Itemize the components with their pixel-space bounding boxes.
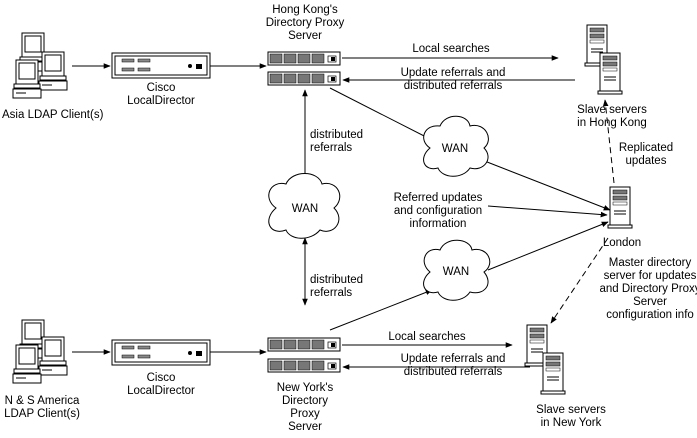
cisco-top-label-line-2: LocalDirector [127, 95, 195, 107]
hk-proxy-icon [267, 51, 341, 86]
wan-bottom-label: WAN [443, 266, 469, 278]
ny-proxy-label-line-3: Proxy [290, 408, 320, 420]
local-searches-bottom-label: Local searches [388, 331, 466, 343]
distributed-referrals-top-label-line-1: distributed [310, 129, 363, 141]
london-master-server-icon [607, 186, 633, 229]
cisco-bottom-label-line-1: Cisco [147, 372, 176, 384]
nsa-clients-label-line-2: LDAP Client(s) [4, 408, 80, 420]
slave-hk-label-line-1: Slave servers [577, 104, 647, 116]
wan-middle-label: WAN [292, 203, 318, 215]
cisco-top-label-line-1: Cisco [147, 82, 176, 94]
slave-ny-label-line-1: Slave servers [536, 404, 606, 416]
ny-proxy-label-line-2: Directory [282, 395, 328, 407]
ny-proxy-label-line-4: Server [288, 421, 322, 433]
update-referrals-bottom-label-line-1: Update referrals and [401, 353, 506, 365]
slave-ny-label-line-2: in New York [541, 417, 602, 429]
nsa-clients-label-line-1: N & S America [5, 395, 80, 407]
nsa-client-icons [12, 319, 68, 384]
asia-clients-label-line-1: Asia LDAP Client(s) [2, 109, 104, 121]
cisco-localdirector-bottom-icon [111, 339, 211, 366]
slave-hk-label-line-2: in Hong Kong [577, 117, 647, 129]
wan-top-label: WAN [442, 143, 468, 155]
distributed-referrals-bottom-label-line-2: referrals [310, 287, 352, 299]
hk-proxy-label-line-1: Hong Kong's [272, 4, 338, 16]
wan-cloud-middle: WAN [268, 173, 341, 239]
local-searches-bottom-label-line-1: Local searches [388, 331, 466, 343]
referred-updates-label-line-1: Referred updates [394, 192, 483, 204]
london-label-line-1: London [603, 237, 641, 249]
update-referrals-top-label-line-1: Update referrals and [401, 67, 506, 79]
replicated-updates-label-line-2: updates [626, 155, 667, 167]
update-referrals-bottom-label-line-2: distributed referrals [404, 366, 503, 378]
update-referrals-top-label-line-2: distributed referrals [404, 80, 503, 92]
london-label: London [603, 237, 641, 249]
distributed-referrals-top-label-line-2: referrals [310, 142, 352, 154]
hk-proxy-label-line-2: Directory Proxy [266, 17, 345, 29]
asia-client-icons [12, 32, 68, 99]
cisco-bottom-label-line-2: LocalDirector [127, 385, 195, 397]
hk-proxy-label-line-3: Server [288, 30, 322, 42]
master-server-label-line-1: Master directory [609, 257, 692, 269]
referred-updates-label-line-2: and configuration [394, 205, 482, 217]
asia-clients-label: Asia LDAP Client(s) [2, 109, 104, 121]
ny-slave-servers-icon [524, 324, 566, 395]
ny-proxy-icon [267, 337, 341, 373]
distributed-referrals-bottom-label-line-1: distributed [310, 274, 363, 286]
master-server-label-line-4: Server [633, 296, 667, 308]
local-searches-top-label: Local searches [412, 43, 490, 55]
hk-slave-servers-icon [584, 24, 623, 95]
replicated-updates-label-line-1: Replicated [619, 142, 673, 154]
master-server-label-line-2: server for updates [604, 270, 697, 282]
wan-cloud-top: WAN [423, 115, 489, 177]
connection-lines [72, 55, 615, 370]
ny-proxy-label-line-1: New York's [277, 382, 334, 394]
local-searches-top-label-line-1: Local searches [412, 43, 490, 55]
referred-updates-label-line-3: information [410, 218, 467, 230]
cisco-localdirector-top-icon [111, 52, 211, 79]
wan-cloud-bottom: WAN [423, 239, 491, 301]
master-server-label-line-5: configuration info [606, 309, 694, 321]
master-server-label-line-3: and Directory Proxy [600, 283, 697, 295]
